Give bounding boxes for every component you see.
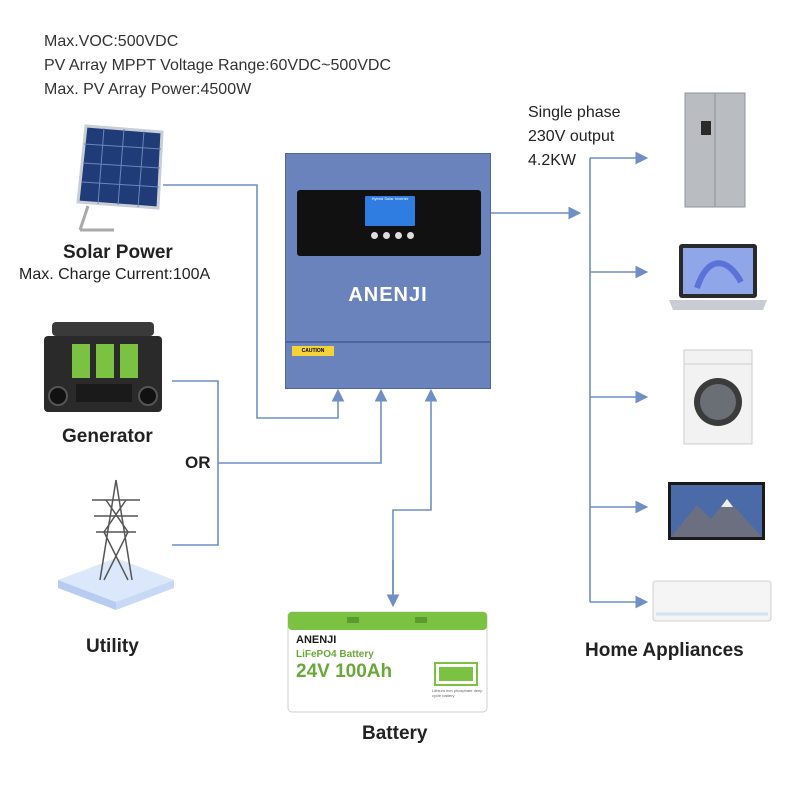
output-power: 4.2KW	[528, 152, 577, 169]
washing-machine-icon	[683, 349, 753, 445]
battery-wire	[392, 388, 438, 605]
inverter-caution-label: CAUTION	[292, 346, 334, 356]
hybrid-inverter: Hybrid Solar Inverter ANENJI CAUTION	[285, 153, 491, 389]
inverter-display-panel: Hybrid Solar Inverter	[297, 190, 481, 256]
output-voltage: 230V output	[528, 128, 615, 145]
inverter-lcd-screen: Hybrid Solar Inverter	[365, 196, 415, 226]
spec-max-voc: Max.VOC:500VDC	[44, 33, 179, 50]
battery-type: LiFePO4 Battery	[296, 649, 374, 660]
utility-label: Utility	[86, 636, 139, 657]
solar-power-label: Solar Power	[63, 242, 173, 263]
spec-max-pv-power: Max. PV Array Power:4500W	[44, 81, 252, 98]
or-label: OR	[185, 453, 211, 472]
battery-spec: 24V 100Ah	[296, 661, 393, 682]
solar-wire	[163, 184, 345, 419]
inverter-button-3[interactable]	[395, 232, 402, 239]
battery-note: Lithium iron phosphate deep cycle batter…	[432, 688, 483, 698]
output-phase: Single phase	[528, 104, 621, 121]
refrigerator-icon	[684, 92, 746, 208]
solar-charge-current: Max. Charge Current:100A	[19, 266, 211, 283]
inverter-divider	[286, 341, 490, 343]
inverter-button-4[interactable]	[407, 232, 414, 239]
battery-brand: ANENJI	[296, 634, 337, 646]
generator-label: Generator	[62, 426, 153, 447]
laptop-icon	[669, 244, 767, 310]
lifepo4-battery-icon	[287, 611, 488, 713]
spec-mppt-range: PV Array MPPT Voltage Range:60VDC~500VDC	[44, 57, 391, 74]
home-appliances-label: Home Appliances	[585, 640, 744, 661]
inverter-screen-title: Hybrid Solar Inverter	[371, 196, 409, 201]
or-bus-wire	[218, 388, 388, 464]
inverter-button-2[interactable]	[383, 232, 390, 239]
solar-panel-icon	[76, 124, 164, 232]
utility-tower-icon	[58, 479, 174, 610]
generator-icon	[44, 322, 162, 412]
television-icon	[668, 482, 765, 540]
air-conditioner-icon	[652, 580, 772, 622]
battery-label: Battery	[362, 723, 428, 744]
inverter-button-1[interactable]	[371, 232, 378, 239]
inverter-brand-logo: ANENJI	[348, 284, 428, 306]
